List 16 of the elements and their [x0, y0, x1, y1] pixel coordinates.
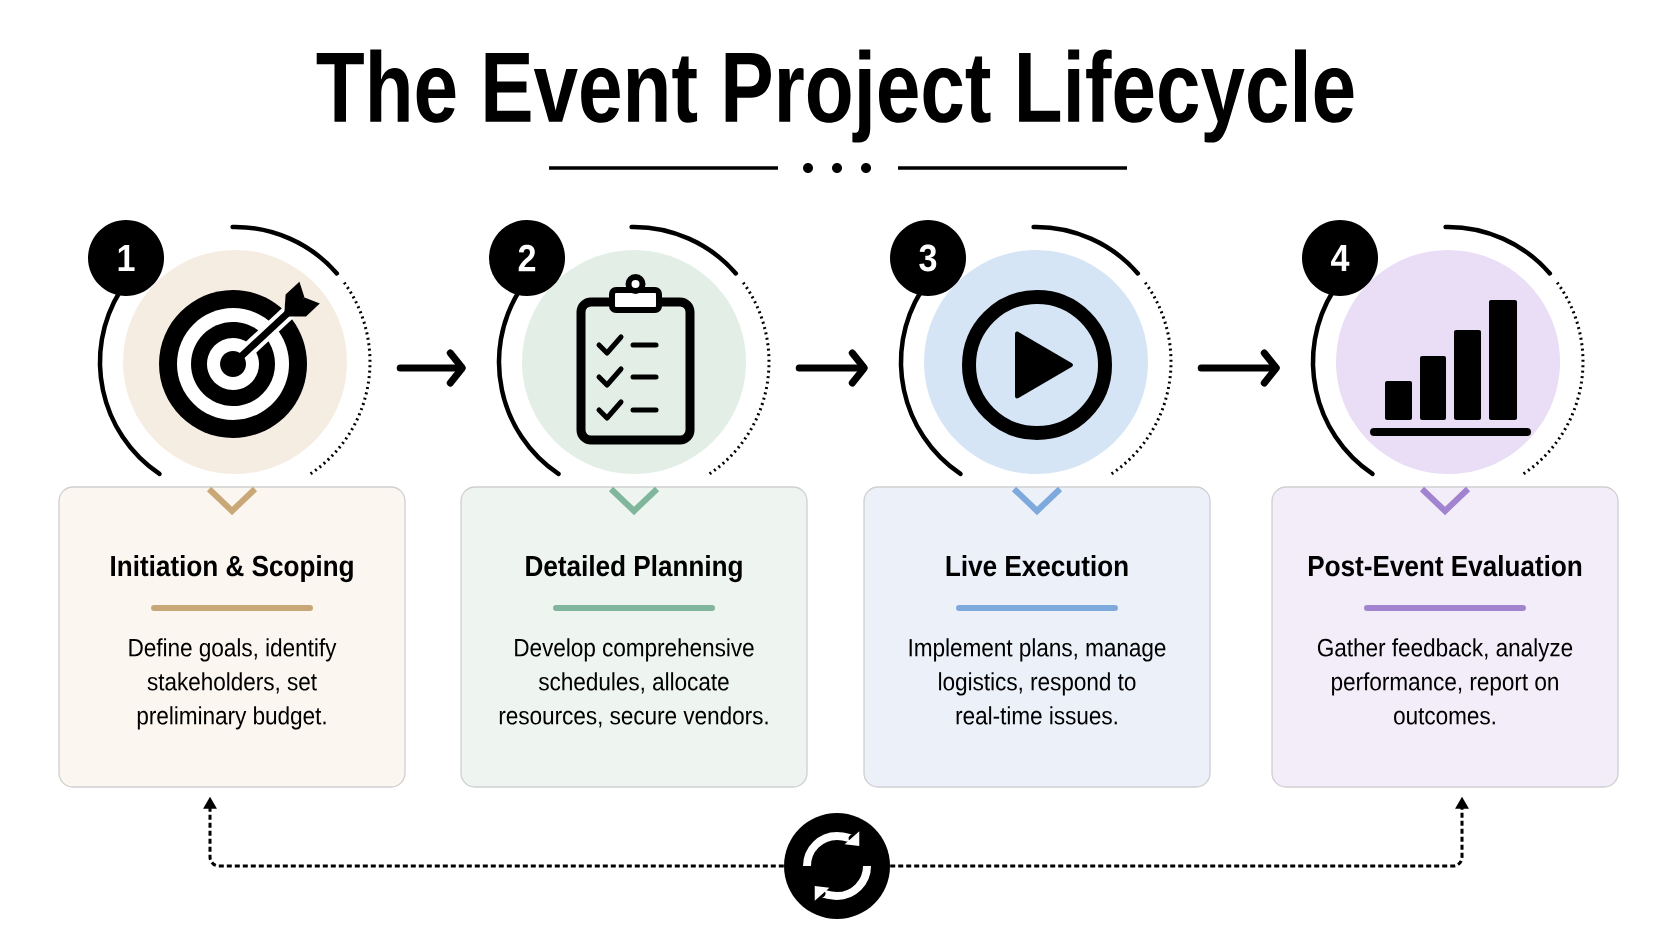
card-text: Gather feedback, analyze performance, report on outcomes. [1317, 638, 1573, 725]
arrow [795, 349, 868, 387]
card-heading: Initiation & Scoping [111, 555, 353, 583]
number-badge: 1 [88, 220, 164, 296]
card-text: Develop comprehensive schedules, allocate resources, secure vendors. [499, 638, 768, 728]
card-text: Implement plans, manage logistics, respond to real-time issues. [909, 638, 1166, 725]
card-heading: Post-Event Evaluation [1309, 555, 1582, 577]
number-badge: 3 [890, 220, 966, 296]
card-heading: Live Execution [946, 555, 1128, 577]
card-text: Define goals, identify stakeholders, set preliminary budget. [129, 638, 337, 730]
number-badge: 2 [489, 220, 565, 296]
card-heading: Detailed Planning [526, 555, 742, 583]
number-badge: 4 [1302, 220, 1378, 296]
refresh-icon [784, 813, 890, 919]
title: The Event Project Lifecycle [316, 49, 1354, 143]
arrow [1197, 349, 1280, 387]
